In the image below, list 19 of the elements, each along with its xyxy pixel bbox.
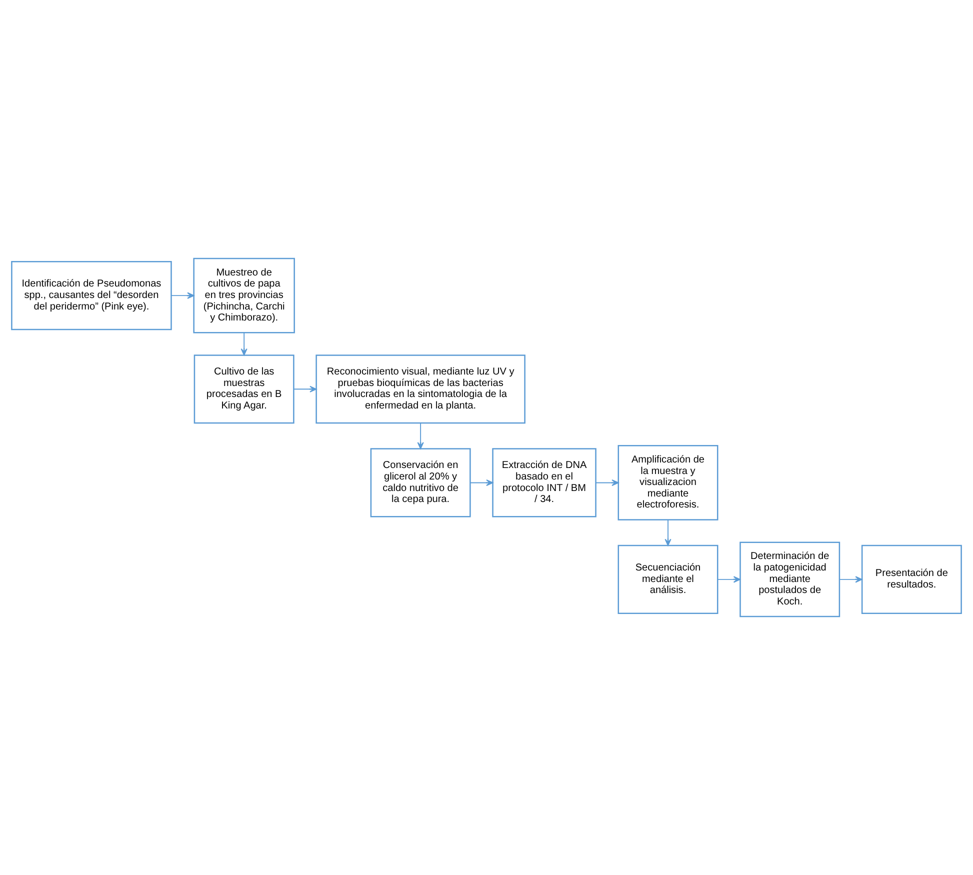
arrow [170, 292, 194, 299]
node-box: Reconocimiento visual, mediante luz UV y pruebas bioquímicas de las bacterias involucradas en la sintomatologia de la enfermedad en la planta. [316, 354, 526, 424]
arrow [839, 576, 862, 583]
node-box: Determinación de la patogenicidad mediante postulados de Koch. [740, 542, 840, 618]
node-box: Amplificación de la muestra y visualizacion mediante electroforesis. [618, 445, 718, 520]
arrow [664, 519, 672, 546]
arrow [595, 479, 619, 486]
arrow [293, 386, 317, 392]
node-box: Identificación de Pseudomonas spp., causantes del “desorden del peridermo” (Pink eye). [11, 261, 172, 330]
arrow [240, 332, 248, 356]
arrow [417, 422, 424, 450]
node-box: Extracción de DNA basado en el protocolo INT / BM / 34. [492, 448, 596, 518]
node-box: Cultivo de las muestras procesadas en B King Agar. [194, 354, 294, 424]
node-box: Secuenciación mediante el análisis. [618, 544, 718, 614]
node-box: Presentación de resultados. [861, 544, 962, 614]
node-box: Conservación en glicerol al 20% y caldo nutritivo de la cepa pura. [370, 448, 471, 518]
node-box: Muestreo de cultivos de papa en tres provincias (Pichincha, Carchi y Chimborazo). [193, 258, 295, 334]
arrow [717, 576, 741, 583]
arrow [470, 479, 494, 486]
